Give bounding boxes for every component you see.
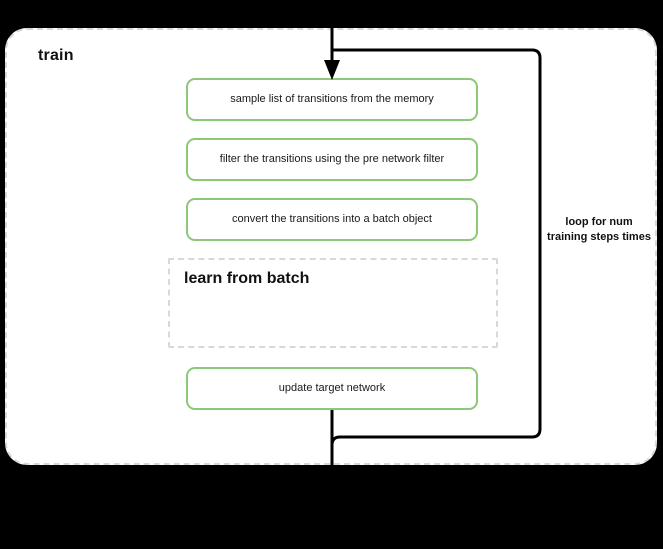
step-box-update-target-network[interactable]: update target network <box>186 367 478 410</box>
subprocess-learn-from-batch[interactable]: learn from batch <box>168 258 498 348</box>
step-label: filter the transitions using the pre net… <box>219 152 445 165</box>
loop-caption: loop for num training steps times <box>547 216 651 243</box>
subprocess-title: learn from batch <box>184 270 310 287</box>
train-title: train <box>38 47 74 64</box>
step-box-sample-transitions[interactable]: sample list of transitions from the memo… <box>186 78 478 121</box>
step-label: sample list of transitions from the memo… <box>230 92 434 105</box>
step-label: update target network <box>278 381 386 394</box>
step-box-convert-batch[interactable]: convert the transitions into a batch obj… <box>186 198 478 241</box>
step-box-filter-transitions[interactable]: filter the transitions using the pre net… <box>186 138 478 181</box>
step-label: convert the transitions into a batch obj… <box>232 212 432 225</box>
